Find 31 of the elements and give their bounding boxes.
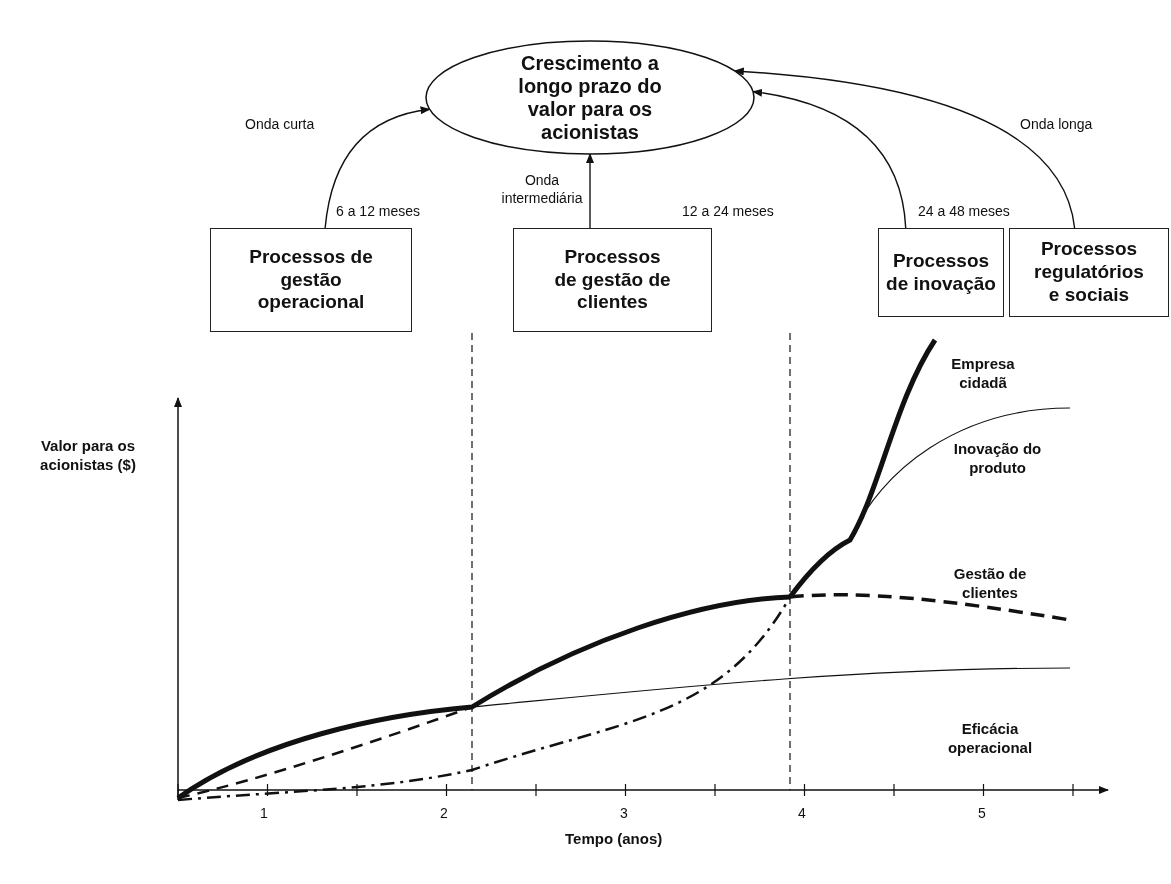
arrow xyxy=(324,106,431,229)
tick-label: 5 xyxy=(978,805,986,823)
curve-label: Eficácia operacional xyxy=(946,720,1034,758)
node-text: Processos de inovação xyxy=(885,249,997,296)
tick-label: 2 xyxy=(440,805,448,823)
arrow xyxy=(752,89,907,229)
curve-label: Inovação do produto xyxy=(952,440,1043,478)
process-box xyxy=(878,228,1004,317)
node-text: Processos de gestão de clientes xyxy=(553,245,672,315)
axis-title: Valor para os acionistas ($) xyxy=(39,437,137,475)
curve-label: Empresa cidadã xyxy=(950,355,1016,393)
duration-label: 6 a 12 meses xyxy=(336,203,421,221)
process-box xyxy=(210,228,412,332)
tick-label: 1 xyxy=(260,805,268,823)
process-box xyxy=(1009,228,1169,317)
arrow xyxy=(733,67,1076,229)
arrow xyxy=(586,153,594,229)
curve-label: Gestão de clientes xyxy=(952,565,1028,603)
duration-label: 24 a 48 meses xyxy=(918,203,1010,221)
tick-label: 3 xyxy=(620,805,628,823)
tick-label: 4 xyxy=(798,805,806,823)
node-text: Processos de gestão operacional xyxy=(248,245,374,315)
axis-title: Tempo (anos) xyxy=(565,830,663,849)
edge-label: Onda longa xyxy=(1020,116,1093,134)
node-text: Processos regulatórios e sociais xyxy=(1033,238,1145,307)
edge-label: Onda curta xyxy=(245,116,315,134)
duration-label: 12 a 24 meses xyxy=(682,203,774,221)
edge-label: Onda intermediária xyxy=(500,172,584,207)
node-text: Crescimento a longo prazo do valor para os acionistas xyxy=(517,51,663,144)
process-box xyxy=(513,228,712,332)
goal-ellipse xyxy=(425,40,755,155)
